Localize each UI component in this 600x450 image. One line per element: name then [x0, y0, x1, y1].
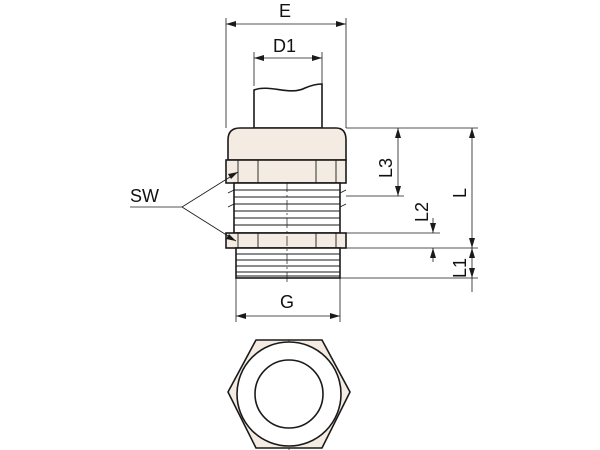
right-extension-lines	[340, 127, 478, 279]
dimension-g: G	[235, 278, 341, 322]
dimension-sw: SW	[130, 171, 239, 242]
label-l: L	[450, 188, 470, 198]
dimension-l2: L2	[412, 202, 436, 262]
top-view-inner-circle	[254, 359, 324, 429]
lower-thread	[235, 247, 341, 279]
dimension-d1: D1	[253, 36, 323, 86]
dimension-l1: L1	[450, 248, 475, 292]
label-d1: D1	[273, 36, 296, 56]
dimension-e: E	[225, 1, 347, 128]
dimension-l3: L3	[376, 128, 401, 196]
label-l3: L3	[376, 158, 396, 178]
label-l1: L1	[450, 258, 470, 278]
label-sw: SW	[130, 186, 159, 206]
top-view	[227, 339, 351, 450]
upper-hex-nut	[225, 159, 347, 184]
dimension-l: L	[450, 128, 475, 248]
label-e: E	[279, 1, 291, 21]
dome-cap	[227, 127, 347, 161]
lower-hex-flange	[225, 232, 347, 249]
cable	[253, 83, 323, 129]
label-g: G	[280, 292, 294, 312]
label-l2: L2	[412, 202, 432, 222]
